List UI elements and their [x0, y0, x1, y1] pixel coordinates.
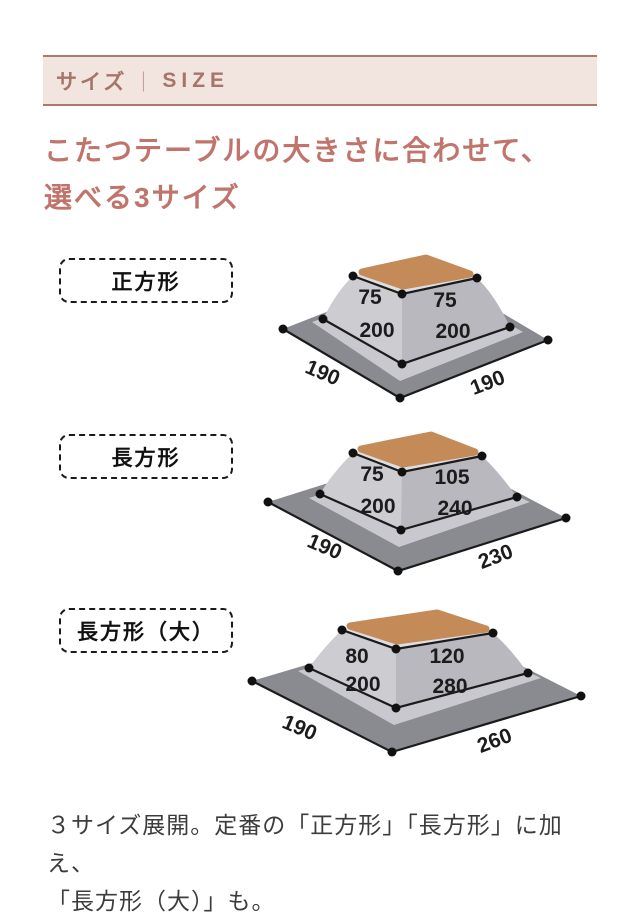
kotatsu-diagram-rectangle-large: 80 120 200 280 190 260	[247, 609, 586, 758]
futon-right-face	[402, 278, 510, 364]
dimension-label: 200	[359, 319, 394, 342]
kotatsu-diagram-rectangle: 75 105 200 240 190 230	[263, 431, 571, 576]
size-label: 正方形	[111, 270, 181, 294]
dimension-label: 80	[345, 645, 368, 668]
dimension-label: 190	[467, 366, 508, 400]
dimension-label: 190	[279, 711, 320, 746]
section-title-divider: ｜	[133, 72, 154, 94]
dimension-label: 200	[345, 673, 380, 696]
futon-left-face	[320, 453, 402, 530]
dim-dots	[278, 271, 553, 403]
section-title-jp: サイズ	[56, 70, 128, 94]
kotatsu-diagram-square: 75 75 200 200 190 190	[278, 254, 553, 403]
size-label-box: 長方形（大）	[59, 608, 233, 653]
dimension-label: 75	[360, 463, 384, 486]
dimension-label: 75	[358, 286, 382, 309]
size-label-box: 正方形	[59, 258, 233, 303]
tabletop-shape	[346, 609, 490, 645]
section-header-band: サイズ ｜ SIZE	[43, 55, 597, 106]
dimension-label: 200	[360, 495, 395, 518]
dimension-label: 105	[434, 466, 469, 489]
section-title-en: SIZE	[162, 68, 230, 92]
tabletop-shape	[358, 254, 474, 290]
page-title: こたつテーブルの大きさに合わせて、 選べる3サイズ	[44, 127, 604, 221]
futon-left-face	[309, 630, 396, 708]
footer-note-line1: ３サイズ展開。定番の「正方形」「長方形」に加え、	[47, 812, 563, 876]
size-label-box: 長方形	[59, 434, 233, 479]
dimension-label: 75	[433, 289, 457, 312]
dimension-label: 280	[432, 675, 467, 698]
dim-dots	[247, 625, 586, 757]
size-label: 長方形	[111, 446, 181, 470]
size-label: 長方形（大）	[77, 620, 215, 644]
futon-left-face	[323, 276, 402, 364]
futon-right-face	[401, 456, 517, 530]
footer-note-line2: 「長方形（大）」も。	[47, 888, 276, 914]
footer-note: ３サイズ展開。定番の「正方形」「長方形」に加え、 「長方形（大）」も。	[47, 806, 607, 916]
futon-right-face	[396, 633, 528, 708]
dimension-label: 120	[429, 645, 464, 668]
page-title-line1: こたつテーブルの大きさに合わせて、	[44, 135, 551, 166]
dimension-label: 240	[437, 497, 472, 520]
dim-dots	[263, 448, 571, 576]
tabletop-shape	[357, 431, 479, 468]
dimension-label: 200	[435, 320, 470, 343]
dimension-label: 260	[474, 724, 515, 758]
page-title-line2: 選べる3サイズ	[44, 182, 241, 213]
